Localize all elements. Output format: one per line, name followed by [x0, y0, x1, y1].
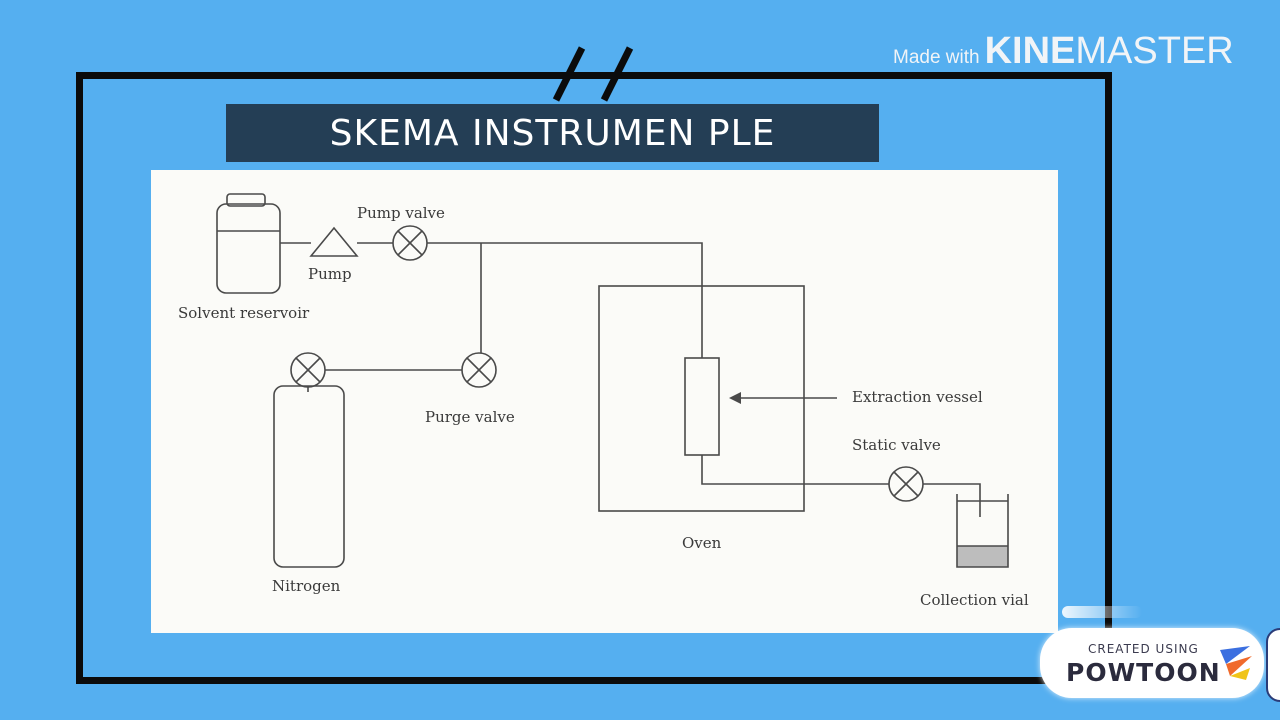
pump-valve-icon: [392, 225, 428, 261]
slide-title: SKEMA INSTRUMEN PLE: [226, 104, 879, 162]
nitrogen-valve-icon: [290, 352, 326, 388]
solvent-reservoir-icon: [216, 193, 281, 294]
powtoon-logo-icon: [1220, 646, 1252, 680]
watermark-made-with: Made with: [893, 47, 980, 68]
label-collection-vial: Collection vial: [920, 591, 1029, 609]
powtoon-brand: POWTOON: [1066, 658, 1221, 687]
label-extraction-vessel: Extraction vessel: [852, 388, 983, 406]
label-pump-valve: Pump valve: [357, 204, 445, 222]
label-oven: Oven: [682, 534, 722, 552]
label-nitrogen: Nitrogen: [272, 577, 341, 595]
static-valve-icon: [888, 466, 924, 502]
label-purge-valve: Purge valve: [425, 408, 515, 426]
slide-frame: [76, 72, 1112, 684]
extraction-vessel-icon: [684, 357, 720, 456]
kinemaster-watermark: Made with KINE MASTER: [893, 30, 1234, 78]
label-pump: Pump: [308, 265, 352, 283]
seal-icon: [1266, 628, 1280, 702]
collection-vial-icon: [956, 494, 1009, 568]
break-mark-icon: [552, 46, 634, 102]
label-static-valve: Static valve: [852, 436, 941, 454]
powtoon-badge: CREATED USING POWTOON: [1040, 628, 1264, 698]
label-solvent-reservoir: Solvent reservoir: [178, 304, 310, 322]
ple-diagram: Pump valve Pump Solvent reservoir Purge …: [151, 170, 1058, 633]
nitrogen-cylinder-icon: [273, 385, 345, 568]
light-glare: [1062, 606, 1142, 618]
powtoon-created-using: CREATED USING: [1088, 642, 1199, 656]
watermark-master: MASTER: [1075, 30, 1234, 72]
watermark-kine: KINE: [984, 30, 1076, 72]
pump-icon: [309, 226, 359, 257]
purge-valve-icon: [461, 352, 497, 388]
